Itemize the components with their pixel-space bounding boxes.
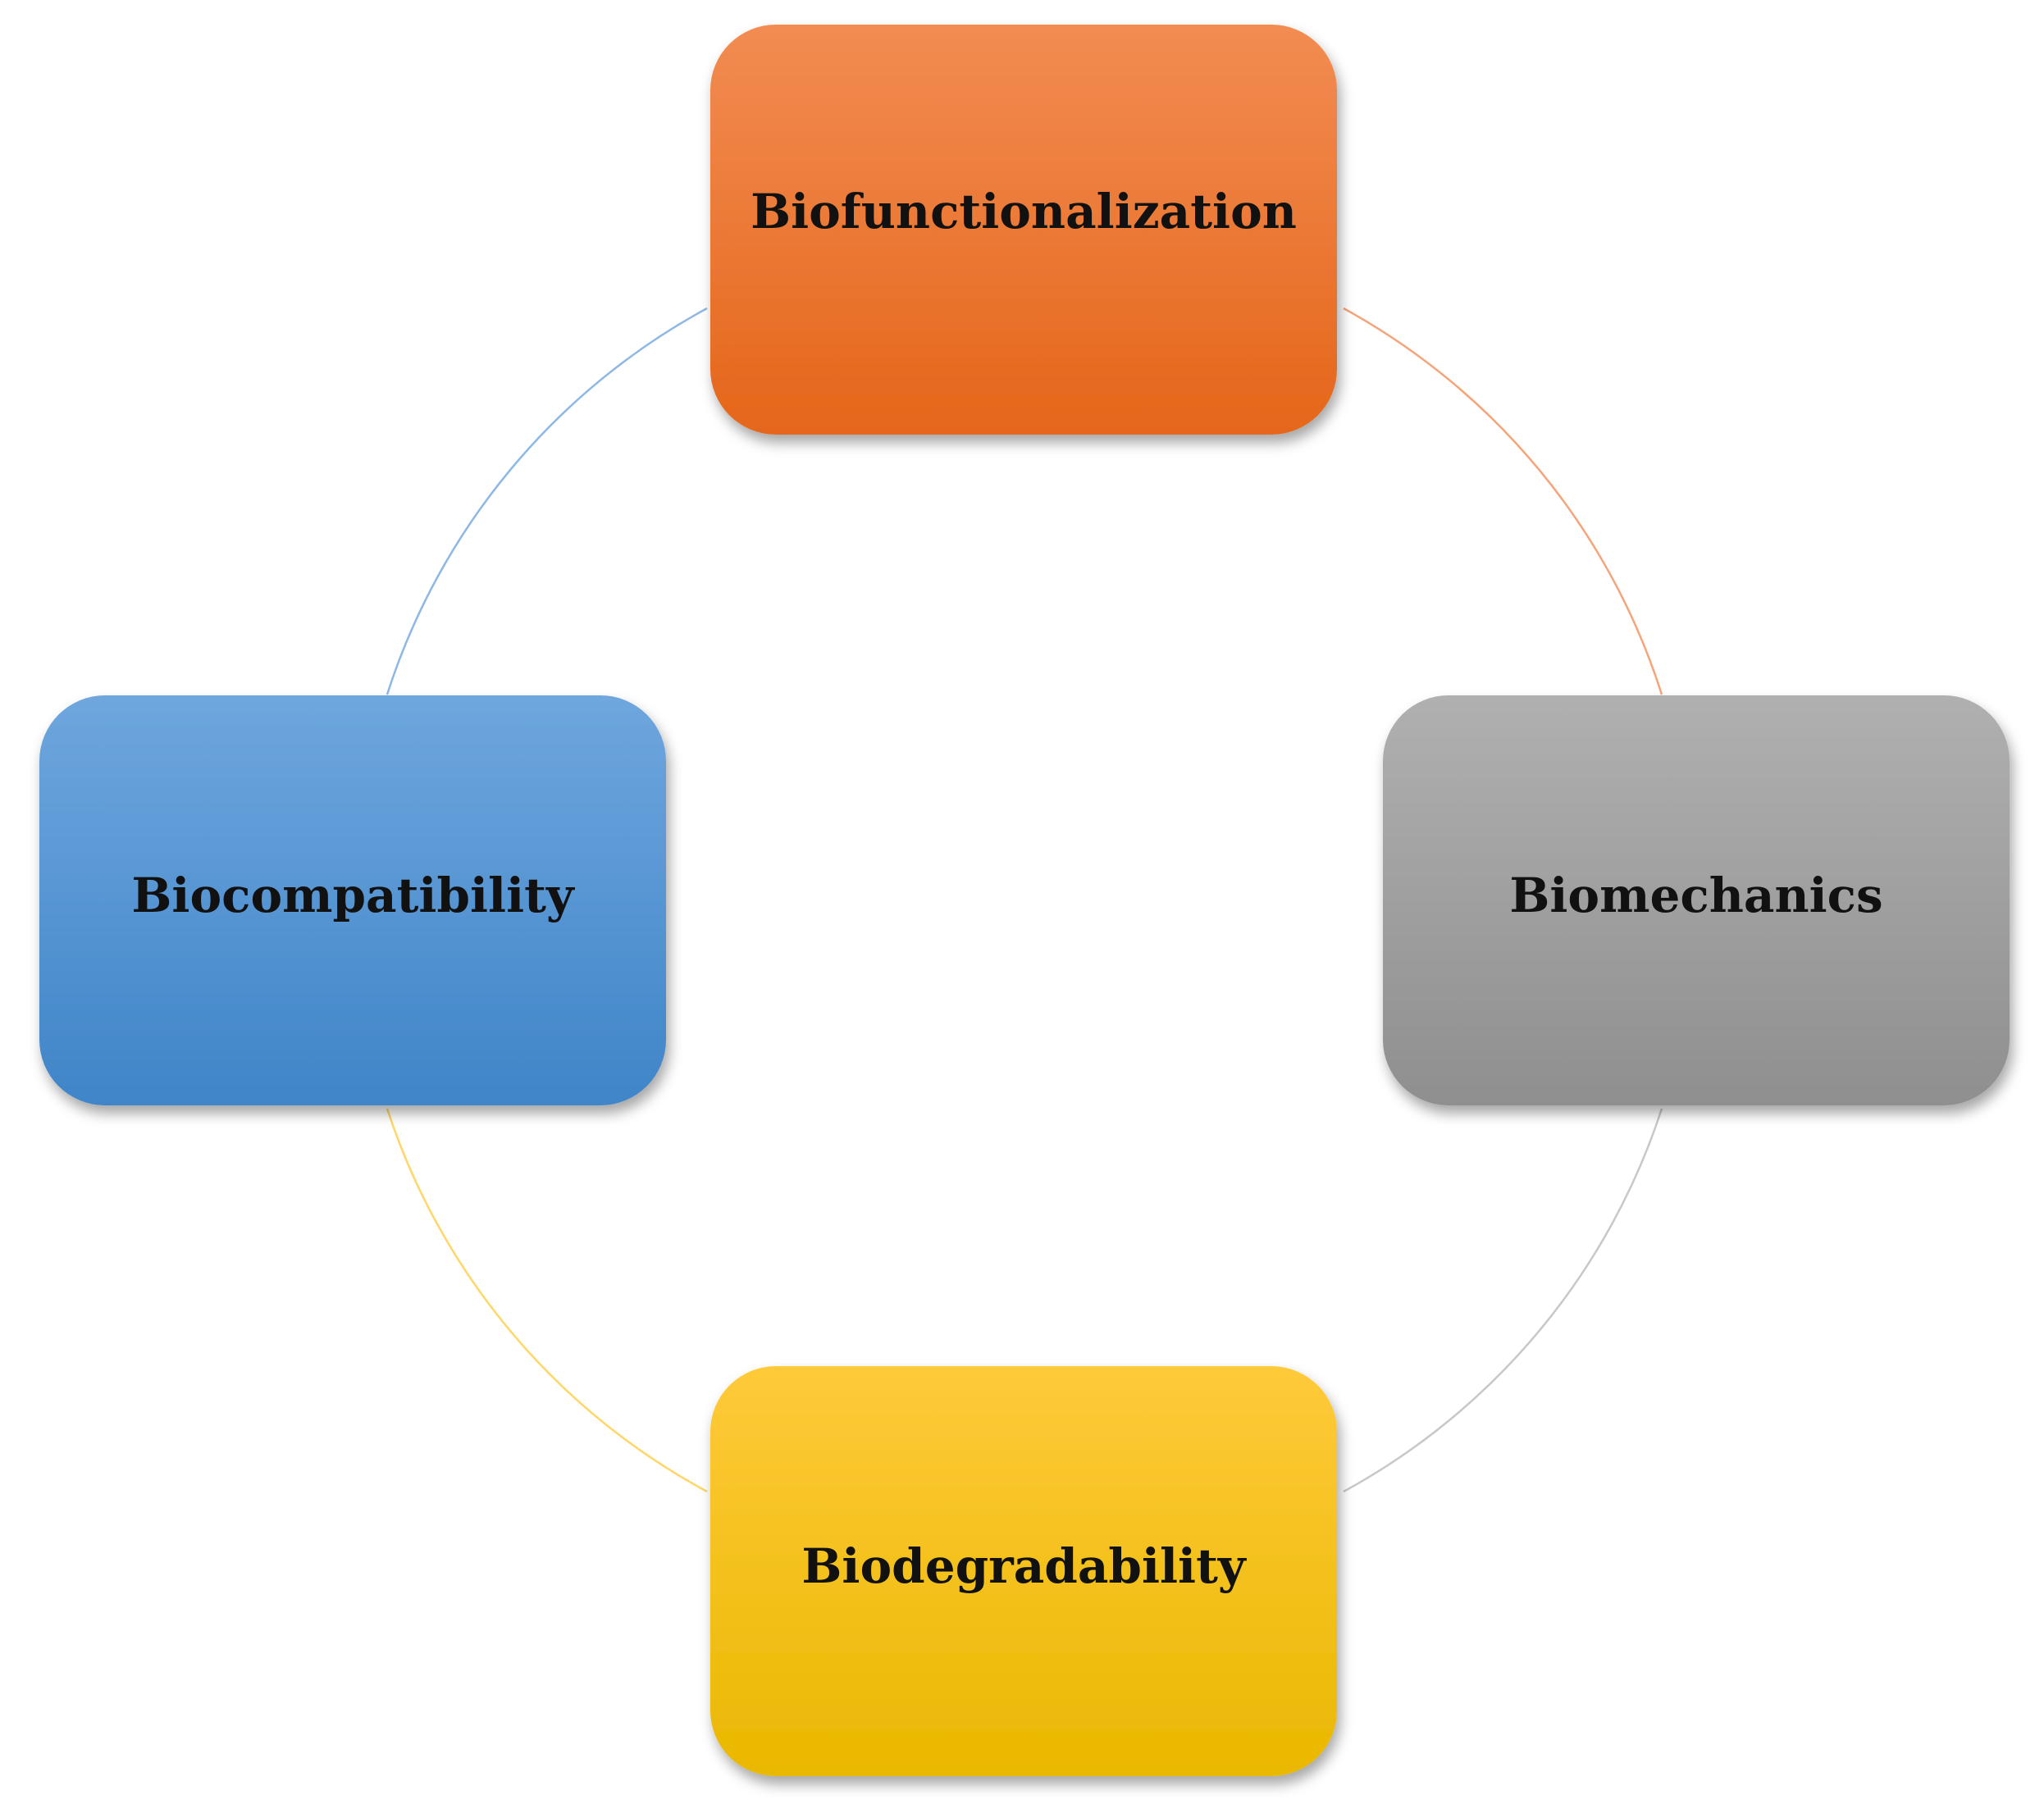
- arc-biofunctionalization-to-biomechanics: [1343, 307, 1663, 695]
- arc-biomechanics-to-biodegradability: [1343, 1108, 1663, 1493]
- node-biofunctionalization: Biofunctionalization: [710, 25, 1337, 435]
- node-biocompatibility: Biocompatibility: [39, 695, 666, 1105]
- node-box-biocompatibility: [39, 695, 666, 1105]
- node-label-biocompatibility: Biocompatibility: [131, 868, 576, 923]
- node-label-biofunctionalization: Biofunctionalization: [751, 184, 1297, 239]
- node-biodegradability: Biodegradability: [710, 1366, 1337, 1776]
- node-box-biodegradability: [710, 1366, 1337, 1776]
- node-label-biomechanics: Biomechanics: [1509, 868, 1882, 923]
- node-label-biodegradability: Biodegradability: [801, 1538, 1247, 1594]
- arc-biocompatibility-to-biofunctionalization: [386, 307, 708, 695]
- node-biomechanics: Biomechanics: [1383, 695, 2010, 1105]
- arc-biodegradability-to-biocompatibility: [386, 1108, 708, 1493]
- node-box-biofunctionalization: [710, 25, 1337, 435]
- node-box-biomechanics: [1383, 695, 2010, 1105]
